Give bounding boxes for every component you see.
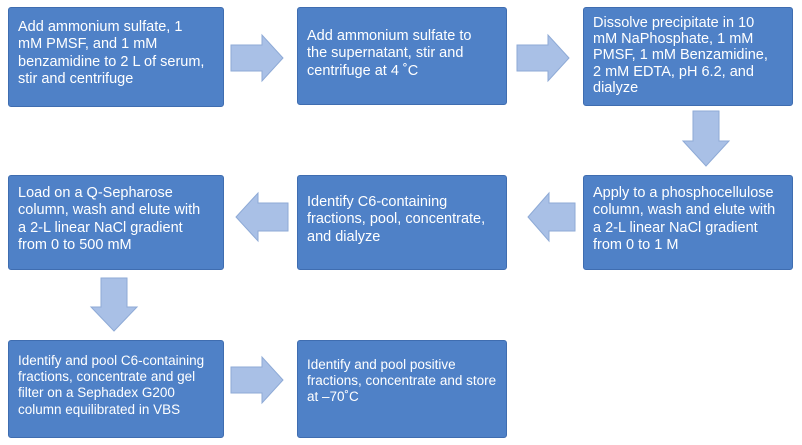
arrow-step3-to-step4 [681, 110, 731, 167]
step-box-8: Identify and pool positive fractions, co… [297, 340, 507, 438]
arrow-step5-to-step6 [235, 191, 289, 243]
arrow-step7-to-step8 [230, 355, 284, 405]
step-box-1: Add ammonium sulfate, 1 mM PMSF, and 1 m… [8, 7, 224, 107]
arrow-step2-to-step3 [516, 33, 570, 83]
step-box-3: Dissolve precipitate in 10 mM NaPhosphat… [583, 7, 793, 106]
arrow-step1-to-step2 [230, 33, 284, 83]
step-text-6: Load on a Q-Sepharose column, wash and e… [18, 185, 201, 254]
step-text-7: Identify and pool C6-containing fraction… [18, 353, 205, 417]
step-text-8: Identify and pool positive fractions, co… [307, 357, 497, 405]
step-box-2: Add ammonium sulfate to the supernatant,… [297, 7, 507, 105]
step-text-1: Add ammonium sulfate, 1 mM PMSF, and 1 m… [18, 19, 205, 88]
step-text-3: Dissolve precipitate in 10 mM NaPhosphat… [593, 15, 768, 96]
step-box-5: Identify C6-containing fractions, pool, … [297, 175, 507, 270]
step-box-6: Load on a Q-Sepharose column, wash and e… [8, 175, 224, 270]
step-text-4: Apply to a phosphocellulose column, wash… [593, 185, 776, 254]
step-box-7: Identify and pool C6-containing fraction… [8, 340, 224, 438]
step-text-5: Identify C6-containing fractions, pool, … [307, 194, 486, 245]
step-text-2: Add ammonium sulfate to the supernatant,… [307, 28, 472, 79]
step-box-4: Apply to a phosphocellulose column, wash… [583, 175, 793, 270]
arrow-step4-to-step5 [527, 191, 576, 243]
arrow-step6-to-step7 [89, 277, 139, 332]
